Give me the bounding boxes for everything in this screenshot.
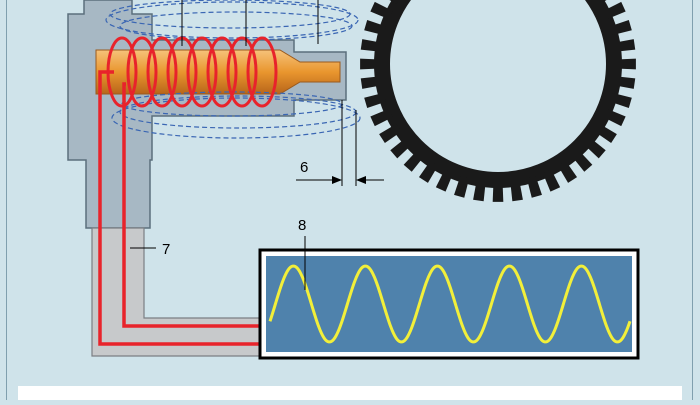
coil-turn — [126, 36, 158, 108]
iron-core — [95, 49, 341, 95]
tone-wheel-tooth — [615, 58, 636, 70]
field-line — [119, 11, 353, 41]
tone-wheel-tooth — [364, 92, 387, 108]
coil-winding — [106, 36, 278, 108]
oscilloscope — [258, 248, 640, 360]
tone-wheel-tooth — [614, 39, 636, 52]
tone-wheel-tooth — [594, 123, 617, 144]
tone-wheel-tooth — [492, 181, 504, 202]
caption-strip — [18, 386, 682, 400]
cable-sheath — [91, 227, 263, 357]
tone-wheel-tooth — [360, 58, 381, 70]
tone-wheel-tooth — [510, 180, 523, 202]
tone-wheel — [360, 0, 636, 202]
tone-wheel-tooth — [360, 76, 382, 89]
signal-waveform — [268, 264, 632, 344]
tone-wheel-tooth — [614, 76, 636, 89]
tone-wheel-tooth — [542, 169, 561, 192]
tone-wheel-tooth — [454, 175, 470, 198]
coil-turn — [146, 36, 178, 108]
tone-wheel-tooth — [370, 1, 393, 20]
label-gap: 6 — [300, 159, 308, 176]
tone-wheel-tooth — [390, 137, 412, 159]
oscilloscope-screen — [266, 256, 632, 352]
tone-wheel-tooth — [557, 160, 578, 183]
leader-lines — [181, 0, 319, 46]
tone-wheel-tooth — [609, 92, 632, 108]
coil-turn — [206, 36, 238, 108]
label-signal: 8 — [298, 217, 306, 234]
field-line — [105, 1, 359, 39]
tone-wheel-ring — [374, 0, 622, 188]
tone-wheel-tooth — [473, 180, 486, 202]
tone-wheel-tooth — [603, 1, 626, 20]
coil-leads — [98, 70, 262, 346]
coil-turn — [226, 36, 258, 108]
frame-left-border — [6, 0, 7, 400]
label-cable: 7 — [162, 241, 170, 258]
tone-wheel-tooth — [597, 0, 607, 5]
coil-turn — [186, 36, 218, 108]
tone-wheel-tooth — [360, 39, 382, 52]
tone-wheel-tooth — [603, 108, 626, 127]
tone-wheel-tooth — [571, 150, 593, 172]
tone-wheel-tooth — [526, 175, 542, 198]
tone-wheel-tooth — [584, 137, 606, 159]
tone-wheel-tooth — [435, 169, 454, 192]
tone-wheel-tooth — [418, 160, 439, 183]
frame-right-border — [692, 0, 693, 400]
gap-dimension — [296, 100, 384, 186]
tone-wheel-tooth — [403, 150, 425, 172]
coil-turn — [246, 36, 278, 108]
tone-wheel-tooth — [364, 20, 387, 36]
tone-wheel-tooth — [389, 0, 399, 5]
tone-wheel-tooth — [370, 108, 393, 127]
tone-wheel-tooth — [609, 20, 632, 36]
field-line — [111, 97, 361, 139]
tone-wheel-tooth — [379, 123, 402, 144]
